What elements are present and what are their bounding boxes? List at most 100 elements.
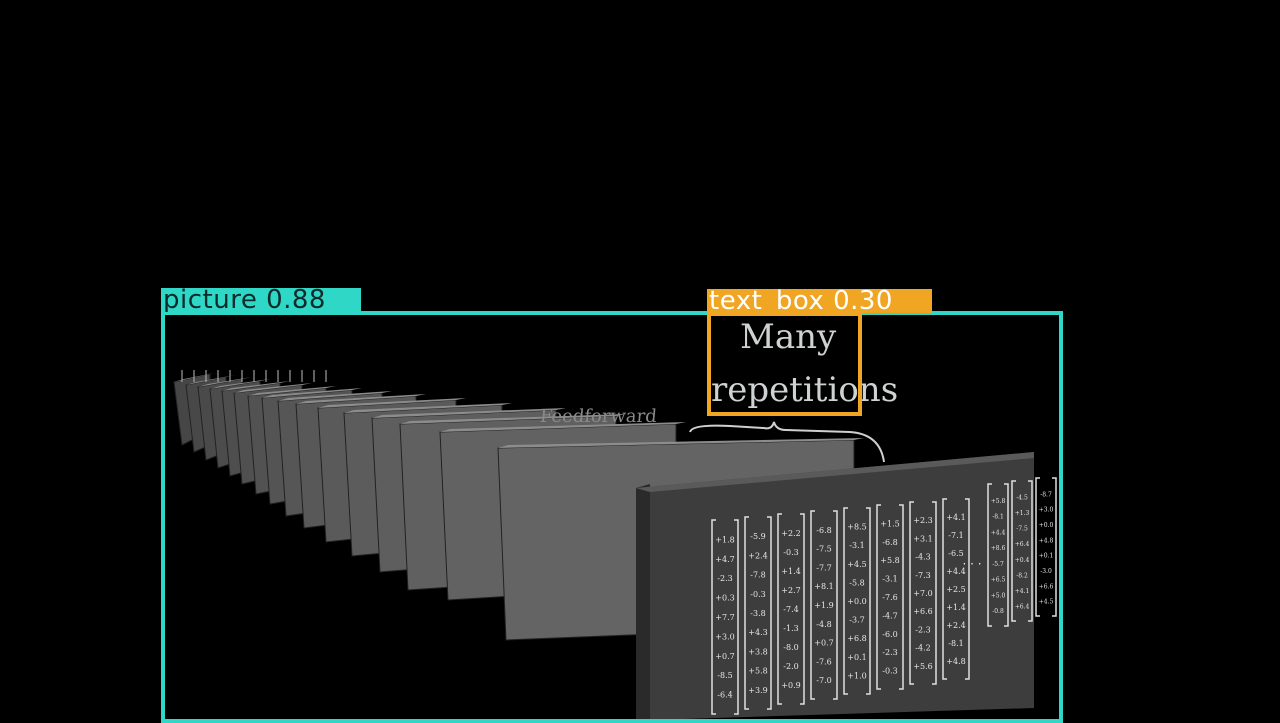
vector-column: +5.8-8.1+4.4+8.6-5.7+6.5+5.0-0.8 xyxy=(987,483,1009,627)
vector-value: -3.1 xyxy=(849,541,864,550)
vector-value: -3.7 xyxy=(849,616,864,625)
vector-value: +2.7 xyxy=(781,586,800,595)
vector-bracket xyxy=(909,501,937,685)
vector-value: -7.7 xyxy=(816,563,831,572)
vector-value: +0.7 xyxy=(814,639,833,648)
vector-value: +6.8 xyxy=(847,634,866,643)
layer-slab-top xyxy=(210,379,270,389)
vector-value: -2.3 xyxy=(882,648,897,657)
vector-value: +2.4 xyxy=(748,551,767,560)
front-layer-slab xyxy=(636,452,1034,720)
vector-value: -4.7 xyxy=(882,611,897,620)
vector-value: +5.8 xyxy=(991,498,1006,505)
vector-value: +3.1 xyxy=(913,534,932,543)
layer-slab-top xyxy=(372,408,566,418)
vector-column: -8.7 +3.0 +0.0 +4.8 +0.1 -3.0 +6.6 +4.5 xyxy=(1035,477,1057,617)
vector-value: -0.3 xyxy=(783,548,798,557)
vector-value: -7.5 xyxy=(816,545,831,554)
vector-value: -7.4 xyxy=(783,605,798,614)
vector-value: +4.3 xyxy=(748,628,767,637)
vector-value: -2.0 xyxy=(783,662,798,671)
vector-value: +8.1 xyxy=(814,582,833,591)
vector-value: -5.7 xyxy=(992,561,1004,568)
vector-value: -8.2 xyxy=(1016,572,1028,579)
text-box-detection-box xyxy=(707,312,862,416)
vector-value: +7.7 xyxy=(715,613,734,622)
vector-value: -0.3 xyxy=(750,590,765,599)
vector-value: +6.5 xyxy=(991,577,1006,584)
vector-value: +1.9 xyxy=(814,601,833,610)
vector-value: -6.8 xyxy=(816,526,831,535)
vector-value: -6.5 xyxy=(948,549,963,558)
vector-ellipsis: · · · xyxy=(962,557,981,571)
text-box-detection-label: text_box 0.30 xyxy=(707,289,932,313)
vector-value: +2.3 xyxy=(913,516,932,525)
vector-bracket xyxy=(1035,477,1057,617)
vector-column: +1.5-6.8+5.8-3.1-7.6-4.7-6.0-2.3-0.3 xyxy=(876,504,904,690)
vector-value: +6.6 xyxy=(1039,583,1054,590)
vector-bracket xyxy=(942,498,970,680)
vector-value: +4.4 xyxy=(991,529,1006,536)
vector-value: +4.8 xyxy=(1039,537,1054,544)
vector-value: -8.0 xyxy=(783,643,798,652)
vector-column: +1.8+4.7-2.3+0.3+7.7+3.0+0.7-8.5-6.4 xyxy=(711,519,739,715)
vector-value: +3.0 xyxy=(1039,507,1054,514)
layer-slab-top xyxy=(234,383,312,393)
vector-column: +8.5-3.1+4.5-5.8+0.0-3.7+6.8+0.1+1.0 xyxy=(843,507,871,695)
vector-value: +8.5 xyxy=(847,523,866,532)
vector-value: +4.5 xyxy=(1039,599,1054,606)
vector-value: +0.1 xyxy=(1039,553,1054,560)
vector-value: +7.0 xyxy=(913,589,932,598)
vector-value: -5.8 xyxy=(849,578,864,587)
vector-value: -1.3 xyxy=(783,624,798,633)
vector-column: +2.3+3.1-4.3-7.3+7.0+6.6-2.3-4.2+5.6 xyxy=(909,501,937,685)
vector-value: +4.4 xyxy=(946,567,965,576)
vector-value: +6.4 xyxy=(1015,603,1030,610)
vector-value: +0.7 xyxy=(715,652,734,661)
vector-value: -4.2 xyxy=(915,644,930,653)
vector-value: -7.5 xyxy=(1016,526,1028,533)
vector-value: -7.6 xyxy=(882,593,897,602)
vector-value: -5.9 xyxy=(750,532,765,541)
vector-value: +0.0 xyxy=(847,597,866,606)
vector-value: +0.1 xyxy=(847,653,866,662)
vector-value: +2.5 xyxy=(946,585,965,594)
vector-value: -8.7 xyxy=(1040,491,1052,498)
vector-value: +1.4 xyxy=(946,603,965,612)
vector-value: +1.4 xyxy=(781,567,800,576)
vector-value: -6.8 xyxy=(882,538,897,547)
vector-value: -8.5 xyxy=(717,671,732,680)
layer-slab-top xyxy=(186,375,236,385)
vector-value: +1.8 xyxy=(715,535,734,544)
vector-value: -0.3 xyxy=(882,667,897,676)
vector-value: -3.0 xyxy=(1040,568,1052,575)
vector-value: -7.6 xyxy=(816,657,831,666)
vector-value: +5.0 xyxy=(991,592,1006,599)
vector-value: -4.5 xyxy=(1016,495,1028,502)
vector-value: +2.2 xyxy=(781,529,800,538)
vector-value: -3.1 xyxy=(882,575,897,584)
layer-slab-top xyxy=(278,391,392,401)
vector-value: +4.7 xyxy=(715,555,734,564)
vector-value: +1.5 xyxy=(880,519,899,528)
vector-value: +5.6 xyxy=(913,662,932,671)
vector-value: +0.0 xyxy=(1039,522,1054,529)
layer-slab-top xyxy=(248,386,336,396)
vector-value: +3.0 xyxy=(715,632,734,641)
layer-slab-top xyxy=(440,422,686,432)
vector-bracket xyxy=(711,519,739,715)
vector-value: +0.3 xyxy=(715,594,734,603)
vector-value: -6.4 xyxy=(717,691,732,700)
vector-value: +5.8 xyxy=(748,667,767,676)
vector-column: -6.8-7.5-7.7+8.1+1.9-4.8+0.7-7.6-7.0 xyxy=(810,510,838,700)
vector-value: -8.1 xyxy=(992,514,1004,521)
vector-value: +6.6 xyxy=(913,607,932,616)
layer-slab-top xyxy=(344,403,512,413)
vector-value: -7.0 xyxy=(816,676,831,685)
vector-value: -7.3 xyxy=(915,571,930,580)
picture-detection-box xyxy=(161,311,1063,723)
vector-value: +5.8 xyxy=(880,556,899,565)
layer-slab-top xyxy=(296,394,426,404)
vector-column: -4.5+1.3-7.5+6.4+0.4-8.2+4.1+6.4 xyxy=(1011,480,1033,622)
